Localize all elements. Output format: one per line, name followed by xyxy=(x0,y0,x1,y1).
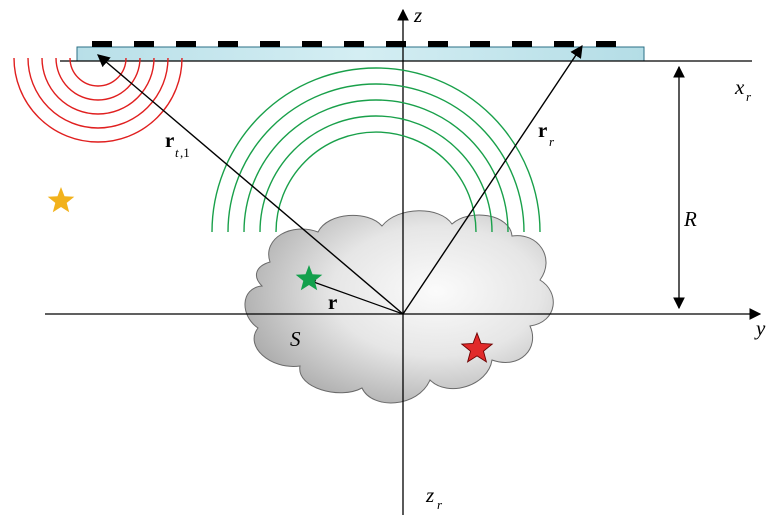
y-axis-label: y xyxy=(754,316,766,340)
distance-R-label: R xyxy=(683,207,697,231)
vector-r-t1 xyxy=(97,54,404,315)
r-t1-label-main: r xyxy=(165,128,174,152)
green-star-icon xyxy=(295,265,323,291)
z-axis-label: z xyxy=(413,3,422,27)
z-r-label-main: z xyxy=(425,483,434,507)
r-r-label-main: r xyxy=(538,118,547,142)
region-S-label: S xyxy=(290,327,301,351)
r-t1-label-sub-rest: ,1 xyxy=(180,145,190,160)
vector-r-label: r xyxy=(328,290,337,314)
z-r-label-sub: r xyxy=(437,497,443,512)
antenna-array xyxy=(76,41,645,62)
x-r-label-main: x xyxy=(734,75,745,99)
vector-r-r-label: r r xyxy=(538,118,555,149)
array-elements xyxy=(92,41,616,47)
transmitter-waves-icon xyxy=(13,57,183,143)
vector-r xyxy=(307,279,404,315)
scattering-region-cloud xyxy=(244,210,554,404)
yellow-star-icon xyxy=(47,187,75,213)
receiver-waves-icon xyxy=(211,67,541,233)
r-r-label-sub: r xyxy=(549,134,555,149)
r-t1-label-sub-t: t xyxy=(175,145,179,160)
vector-r-t1-label: r t ,1 xyxy=(165,128,190,160)
vector-r-r xyxy=(402,44,583,315)
red-star-icon xyxy=(460,331,494,363)
z-r-axis-label: z r xyxy=(425,483,443,512)
x-r-label-sub: r xyxy=(746,89,752,104)
array-substrate xyxy=(76,46,645,62)
x-r-axis-label: x r xyxy=(734,75,752,104)
